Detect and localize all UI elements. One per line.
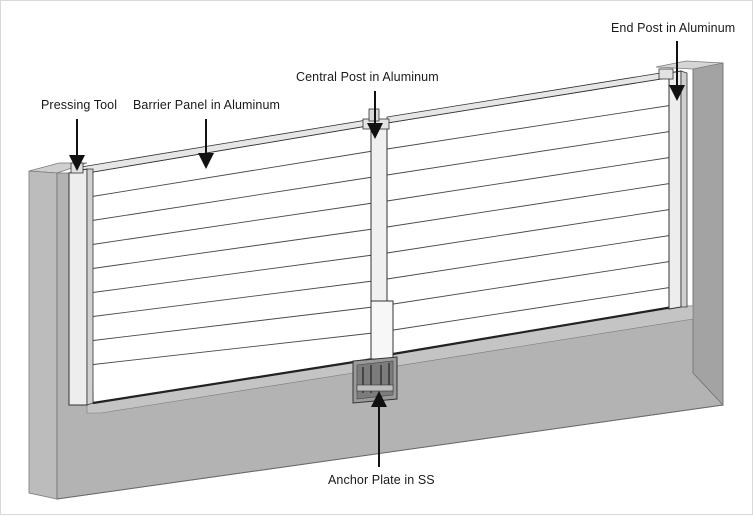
wall-left-block	[28, 170, 58, 500]
label-end-post: End Post in Aluminum	[611, 21, 736, 35]
leader-arrows	[69, 41, 685, 467]
end-post-right	[658, 68, 688, 310]
label-anchor-plate: Anchor Plate in SS	[328, 473, 435, 487]
label-pressing-tool: Pressing Tool	[41, 98, 118, 112]
label-barrier-panel: Barrier Panel in Aluminum	[133, 98, 281, 112]
barrier-panel-left	[80, 118, 374, 405]
wall-right-side	[692, 62, 724, 407]
anchor-plate	[352, 356, 398, 404]
barrier-panel-right	[386, 70, 674, 357]
label-central-post: Central Post in Aluminum	[296, 70, 439, 84]
end-post-left	[68, 162, 94, 406]
